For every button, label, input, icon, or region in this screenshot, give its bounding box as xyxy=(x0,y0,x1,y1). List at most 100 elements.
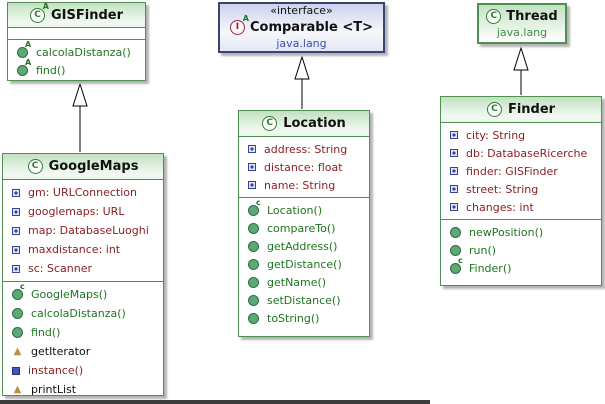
class-header-finder[interactable]: C Finder xyxy=(441,97,601,123)
class-header-thread[interactable]: C Thread xyxy=(479,7,565,25)
class-title: Thread xyxy=(506,8,558,24)
class-box-finder[interactable]: C Finder city: String db: DatabaseRicerc… xyxy=(440,96,602,286)
public-method-icon xyxy=(248,258,259,270)
class-header-location[interactable]: C Location xyxy=(239,111,369,137)
class-title: GISFinder xyxy=(51,7,123,23)
class-box-location[interactable]: C Location address: String distance: flo… xyxy=(238,110,370,337)
field-row[interactable]: street: String xyxy=(441,180,601,198)
field-icon xyxy=(450,185,458,193)
class-title: Finder xyxy=(507,102,556,117)
public-method-icon xyxy=(248,222,259,234)
static-method-icon xyxy=(12,366,20,375)
public-method-icon xyxy=(450,226,461,238)
field-row[interactable]: address: String xyxy=(239,140,369,158)
methods-compartment: newPosition() run() c Finder() xyxy=(441,220,601,285)
method-row[interactable]: getDistance() xyxy=(239,255,369,273)
inherited-member-icon: ▲ xyxy=(13,383,22,395)
method-row[interactable]: find() xyxy=(3,323,163,342)
constructor-icon: c xyxy=(450,256,463,274)
field-icon xyxy=(450,203,458,211)
class-icon: C xyxy=(262,116,278,131)
field-row[interactable]: map: DatabaseLuoghi xyxy=(3,221,163,240)
method-row[interactable]: A find() xyxy=(8,58,145,79)
class-icon: C xyxy=(486,102,502,117)
field-row[interactable]: changes: int xyxy=(441,198,601,216)
method-row[interactable]: getAddress() xyxy=(239,237,369,255)
field-icon xyxy=(12,264,20,273)
fields-compartment: address: String distance: float name: St… xyxy=(239,137,369,198)
inherited-member-icon: ▲ xyxy=(13,345,22,357)
method-row[interactable]: calcolaDistanza() xyxy=(3,304,163,323)
fields-compartment: city: String db: DatabaseRicerche finder… xyxy=(441,123,601,220)
method-row[interactable]: instance() xyxy=(3,361,163,380)
abstract-method-icon: A xyxy=(17,40,31,58)
constructor-icon: c xyxy=(248,198,261,216)
method-row[interactable]: ▲ printList xyxy=(13,383,77,396)
class-icon: C xyxy=(486,8,502,24)
methods-compartment: A calcolaDistanza() A find() xyxy=(8,40,145,82)
field-row[interactable]: distance: float xyxy=(239,158,369,176)
fields-compartment-empty xyxy=(8,28,145,40)
method-row[interactable]: c Location() xyxy=(239,198,369,219)
method-row[interactable]: toString() xyxy=(239,309,369,327)
field-icon xyxy=(12,207,20,216)
method-row[interactable]: compareTo() xyxy=(239,219,369,237)
field-icon xyxy=(248,145,256,153)
class-title: GoogleMaps xyxy=(48,159,139,174)
public-method-icon xyxy=(248,294,259,306)
field-row[interactable]: db: DatabaseRicerche xyxy=(441,144,601,162)
field-row[interactable]: finder: GISFinder xyxy=(441,162,601,180)
inheritance-arrow-finder-thread[interactable] xyxy=(513,46,529,95)
public-method-icon xyxy=(248,276,259,288)
public-method-icon xyxy=(248,240,259,252)
method-row[interactable]: getName() xyxy=(239,273,369,291)
abstract-method-icon: A xyxy=(17,58,31,76)
fields-compartment: gm: URLConnection googlemaps: URL map: D… xyxy=(3,180,163,282)
method-row[interactable]: run() xyxy=(441,241,601,259)
class-title: Location xyxy=(283,116,346,131)
field-row[interactable]: city: String xyxy=(441,126,601,144)
field-icon xyxy=(450,131,458,139)
field-icon xyxy=(450,149,458,157)
method-row[interactable]: c Finder() xyxy=(441,256,601,277)
field-icon xyxy=(12,226,20,235)
field-row[interactable]: maxdistance: int xyxy=(3,240,163,259)
methods-compartment: c GoogleMaps() calcolaDistanza() find() … xyxy=(3,282,163,402)
field-icon xyxy=(12,188,20,197)
method-row[interactable]: newPosition() xyxy=(441,223,601,241)
public-method-icon xyxy=(12,308,23,319)
methods-compartment: c Location() compareTo() getAddress() ge… xyxy=(239,198,369,336)
method-row[interactable]: c GoogleMaps() xyxy=(3,283,163,304)
field-icon xyxy=(248,181,256,189)
public-method-icon xyxy=(450,244,461,256)
method-row[interactable]: setDistance() xyxy=(239,291,369,309)
field-row[interactable]: sc: Scanner xyxy=(3,259,163,278)
interface-title: Comparable <T> xyxy=(249,19,374,35)
field-row[interactable]: name: String xyxy=(239,176,369,194)
field-row[interactable]: gm: URLConnection xyxy=(3,183,163,202)
constructor-icon: c xyxy=(12,283,25,300)
package-label: java.lang xyxy=(276,37,327,50)
method-row[interactable]: A calcolaDistanza() xyxy=(8,40,145,61)
field-icon xyxy=(12,245,20,254)
bottom-dark-bar xyxy=(0,400,430,404)
stereotype-label: «interface» xyxy=(270,4,333,17)
public-method-icon xyxy=(248,312,259,324)
class-box-googlemaps[interactable]: C GoogleMaps gm: URLConnection googlemap… xyxy=(2,153,164,396)
method-row[interactable]: ▲ getIterator xyxy=(13,345,91,358)
realization-arrow-location-comparable[interactable] xyxy=(294,55,310,109)
package-label: java.lang xyxy=(496,26,548,39)
class-icon: C xyxy=(27,159,43,174)
public-method-icon xyxy=(12,327,23,338)
field-row[interactable]: googlemaps: URL xyxy=(3,202,163,221)
field-icon xyxy=(248,163,256,171)
class-box-thread[interactable]: C Thread java.lang xyxy=(477,3,567,44)
inheritance-arrow-googlemaps-gisfinder[interactable] xyxy=(72,82,88,152)
class-header-googlemaps[interactable]: C GoogleMaps xyxy=(3,154,163,180)
